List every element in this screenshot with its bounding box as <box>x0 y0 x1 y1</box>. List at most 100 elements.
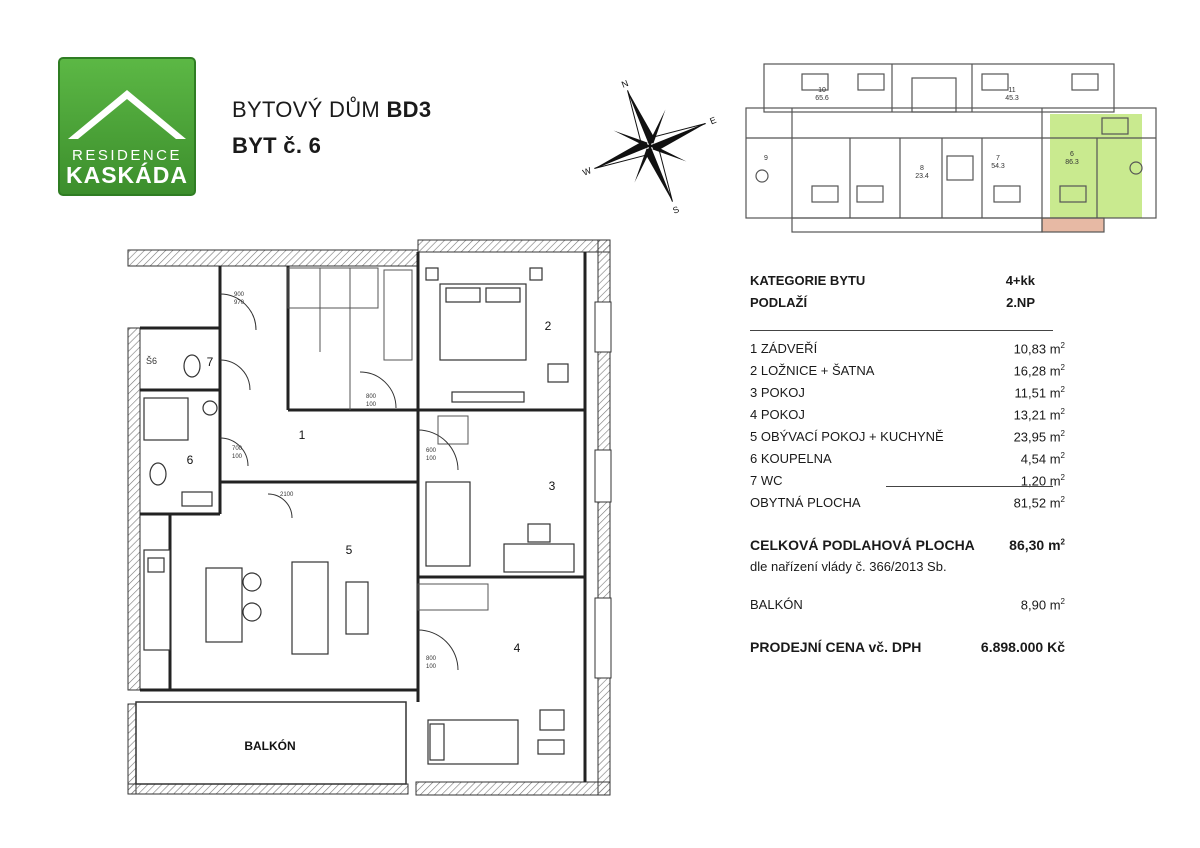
room-number-7: 7 <box>207 355 214 369</box>
room-label: 1 ZÁDVEŘÍ <box>750 341 818 356</box>
keyplan-unit-6: 6 <box>1070 151 1074 158</box>
keyplan-unit-11: 11 <box>1008 87 1015 94</box>
room-label: 6 KOUPELNA <box>750 451 832 466</box>
floor-label: PODLAŽÍ <box>750 295 808 310</box>
room-area: 13,21 m2 <box>1013 407 1065 423</box>
room-label: 7 WC <box>750 473 783 488</box>
room-label: 2 LOŽNICE + ŠATNA <box>750 363 875 378</box>
bottom-wall <box>415 781 611 796</box>
key-floor-plan: 10 65.6 11 45.3 9 8 23.4 7 54.3 6 86.3 <box>745 63 1157 233</box>
keyplan-unit-10: 10 <box>818 87 826 94</box>
apartment-floor-plan: BALKÓN 1 2 3 4 5 6 7 900 970 700 100 600… <box>127 239 612 796</box>
keyplan-unit-9: 9 <box>764 155 768 162</box>
price-value: 6.898.000 Kč <box>980 639 1065 655</box>
dining-table <box>205 567 243 643</box>
compass-n: N <box>620 78 630 90</box>
door-tag: 2100 <box>280 492 294 498</box>
room-number-2: 2 <box>545 319 552 333</box>
total-area-value: 86,30 m2 <box>1009 537 1065 553</box>
door-tag: 700 <box>232 446 243 452</box>
floor-value: 2.NP <box>1006 295 1035 310</box>
keyplan-area-11: 45.3 <box>1005 95 1019 102</box>
door-tag: 800 <box>366 394 377 400</box>
room-row: 2 LOŽNICE + ŠATNA 16,28 m2 <box>750 360 1065 382</box>
sofa <box>291 561 329 655</box>
door-tag: 100 <box>366 402 377 408</box>
total-area-label: CELKOVÁ PODLAHOVÁ PLOCHA <box>750 537 975 553</box>
total-area-note: dle nařízení vlády č. 366/2013 Sb. <box>750 559 947 574</box>
room-area: 1,20 m2 <box>1020 473 1065 489</box>
building-code: BD3 <box>386 97 432 122</box>
room-number-6: 6 <box>187 453 194 467</box>
price-label: PRODEJNÍ CENA vč. DPH <box>750 639 922 655</box>
sink-6 <box>181 491 213 507</box>
room-area: 11,51 m2 <box>1014 385 1065 401</box>
compass-s: S <box>671 204 680 214</box>
top-wall-right <box>417 239 611 253</box>
divider-top <box>750 330 1053 331</box>
price-row: PRODEJNÍ CENA vč. DPH 6.898.000 Kč <box>750 636 1065 658</box>
balcony-area-info: BALKÓN 8,90 m2 <box>750 594 1065 616</box>
room-row: 6 KOUPELNA 4,54 m2 <box>750 448 1065 470</box>
total-area: CELKOVÁ PODLAHOVÁ PLOCHA 86,30 m2 dle nař… <box>750 534 1065 578</box>
living-area-label: OBYTNÁ PLOCHA <box>750 495 861 510</box>
desk-2 <box>451 391 525 403</box>
room-row: 5 OBÝVACÍ POKOJ + KUCHYNĚ 23,95 m2 <box>750 426 1065 448</box>
bed-3 <box>425 481 471 567</box>
floor-row: PODLAŽÍ 2.NP <box>750 292 1065 314</box>
price-info: PRODEJNÍ CENA vč. DPH 6.898.000 Kč <box>750 636 1065 658</box>
toilet-6 <box>149 462 167 486</box>
coffee-table <box>345 581 369 635</box>
toilet-7 <box>183 354 201 378</box>
door-tag: 100 <box>232 454 243 460</box>
door-tag: 600 <box>426 448 437 454</box>
room-row: 7 WC 1,20 m2 <box>750 470 1065 492</box>
keyplan-area-7: 54.3 <box>991 163 1005 170</box>
door-tag: 100 <box>426 664 437 670</box>
total-area-row: CELKOVÁ PODLAHOVÁ PLOCHA 86,30 m2 <box>750 534 1065 556</box>
room-number-3: 3 <box>549 479 556 493</box>
balcony-area <box>135 701 407 785</box>
room-area: 4,54 m2 <box>1020 451 1065 467</box>
room-area: 16,28 m2 <box>1013 363 1065 379</box>
keyplan-area-6: 86.3 <box>1065 159 1079 166</box>
category-label: KATEGORIE BYTU <box>750 273 866 288</box>
left-wall <box>127 327 141 691</box>
balcony-highlight <box>1042 218 1104 232</box>
balcony-info-value: 8,90 m2 <box>1020 597 1065 613</box>
room-label: 3 POKOJ <box>750 385 805 400</box>
room-number-5: 5 <box>346 543 353 557</box>
room-number-4: 4 <box>514 641 521 655</box>
room-row: 3 POKOJ 11,51 m2 <box>750 382 1065 404</box>
door-tag: 900 <box>234 292 245 298</box>
apartment-title: BYT č. 6 <box>232 133 322 158</box>
balcony-row: BALKÓN 8,90 m2 <box>750 594 1065 616</box>
keyplan-area-10: 65.6 <box>815 95 829 102</box>
total-area-note-row: dle nařízení vlády č. 366/2013 Sb. <box>750 556 1065 578</box>
room-areas-table: 1 ZÁDVEŘÍ 10,83 m2 2 LOŽNICE + ŠATNA 16,28… <box>750 338 1065 514</box>
roof-icon <box>68 90 186 139</box>
door-tag: 800 <box>426 656 437 662</box>
door-tag: 100 <box>426 456 437 462</box>
niche-label: Š6 <box>146 356 157 366</box>
living-area-row: OBYTNÁ PLOCHA 81,52 m2 <box>750 492 1065 514</box>
balcony-info-label: BALKÓN <box>750 597 803 612</box>
compass-rose-icon: N S E W <box>582 78 718 214</box>
apartment-6-highlight <box>1050 114 1142 218</box>
room-label: 4 POKOJ <box>750 407 805 422</box>
logo-line1: RESIDENCE <box>72 147 182 164</box>
living-area-value: 81,52 m2 <box>1013 495 1065 511</box>
door-tag: 970 <box>234 300 245 306</box>
building-prefix: BYTOVÝ DŮM <box>232 97 387 122</box>
room-label: 5 OBÝVACÍ POKOJ + KUCHYNĚ <box>750 429 944 444</box>
balcony-bottom-wall <box>127 783 409 795</box>
room-area: 10,83 m2 <box>1013 341 1065 357</box>
logo-line2: KASKÁDA <box>66 161 188 188</box>
top-wall-left <box>127 249 419 267</box>
shower <box>143 397 189 441</box>
compass-e: E <box>708 115 717 127</box>
room-area: 23,95 m2 <box>1013 429 1065 445</box>
compass-w: W <box>582 165 593 178</box>
apartment-summary: KATEGORIE BYTU 4+kk PODLAŽÍ 2.NP <box>750 270 1065 314</box>
room-number-1: 1 <box>299 428 306 442</box>
